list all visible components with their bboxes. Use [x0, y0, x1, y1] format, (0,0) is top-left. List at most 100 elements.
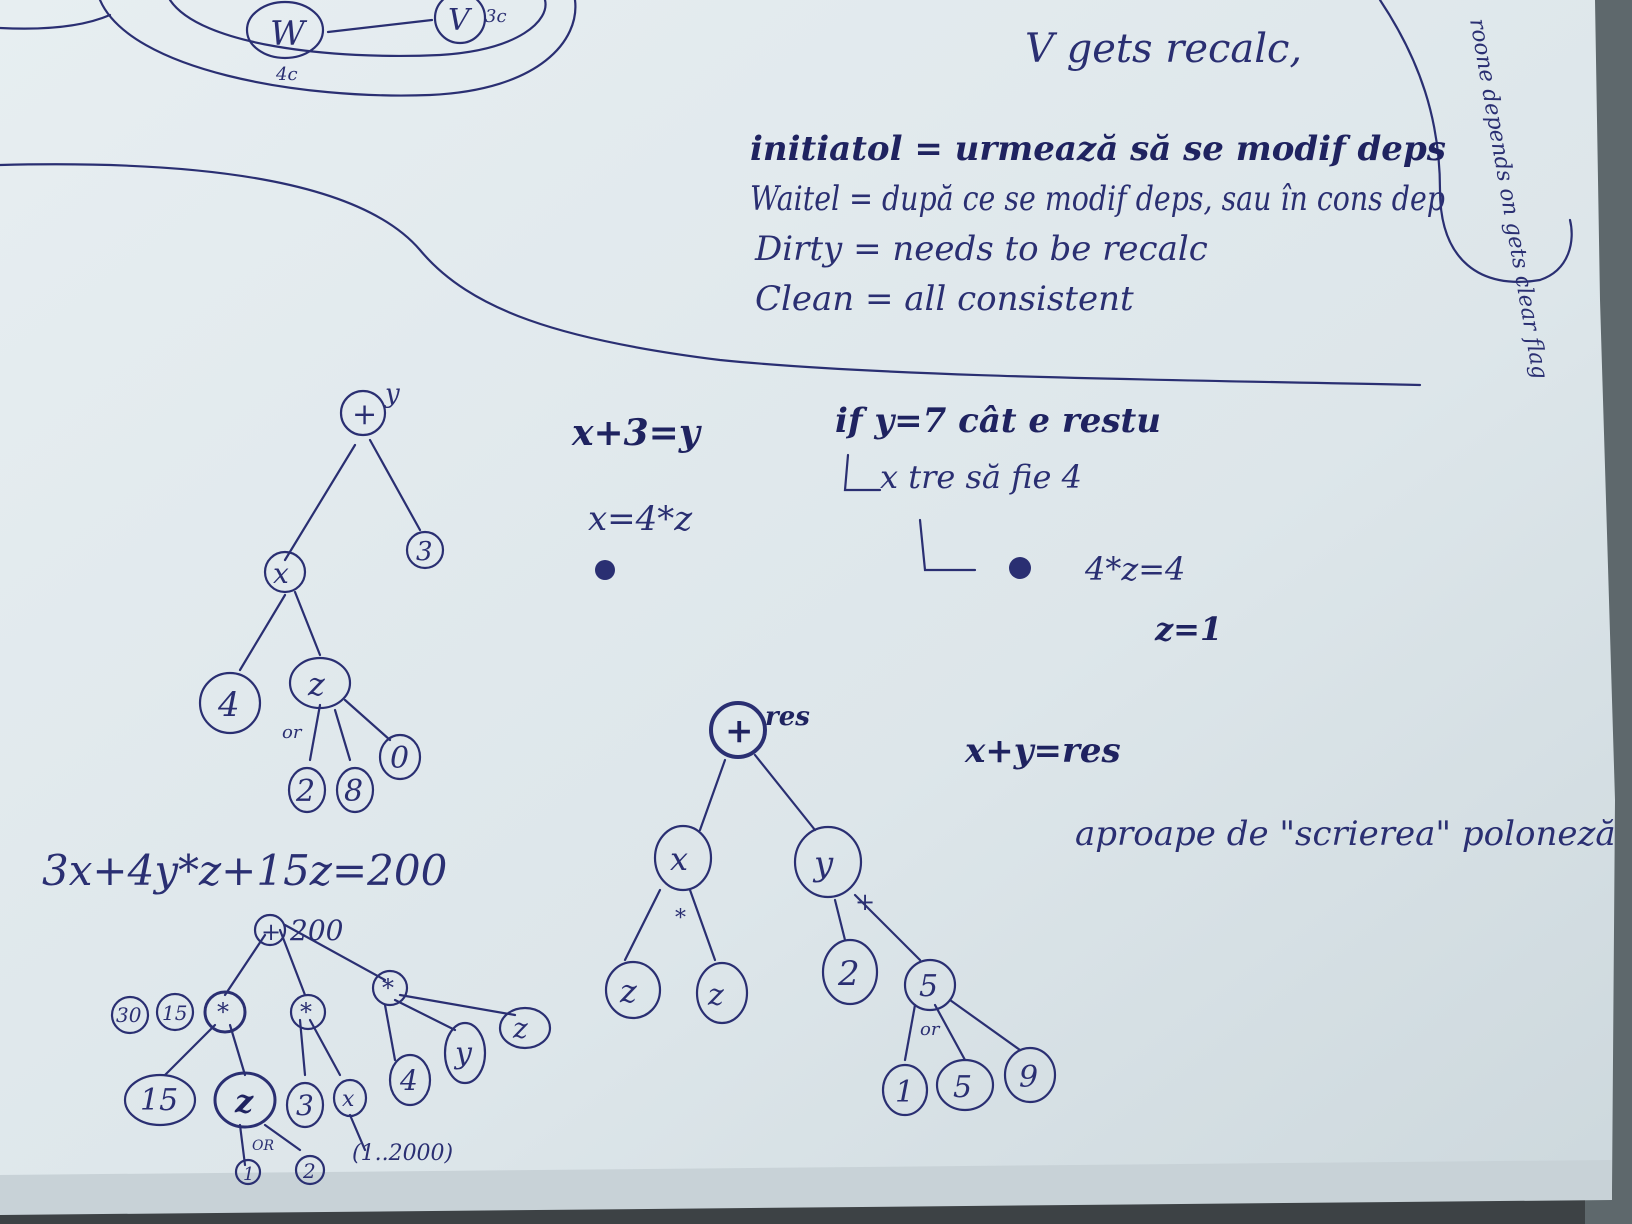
top-v-label: 3c: [485, 6, 507, 27]
t3-root: +: [261, 918, 281, 946]
t1-4-circle: [198, 671, 262, 735]
top-w: W: [270, 14, 308, 54]
t2-5: 5: [919, 969, 938, 1004]
t3-z2: z: [512, 1012, 528, 1045]
t3-x: x: [342, 1087, 355, 1112]
t1-root-circle: [339, 389, 387, 437]
t3-15b: 15: [140, 1083, 178, 1118]
t2-y: y: [812, 844, 834, 884]
t1-8-circle: [335, 766, 375, 814]
t1-2-circle: [287, 766, 327, 814]
t2-x-circle: [653, 824, 713, 892]
t2-z1-circle: [604, 960, 662, 1020]
t3-op3: *: [382, 974, 394, 1002]
t1-3: 3: [416, 537, 433, 567]
t2-5b: 5: [953, 1070, 972, 1105]
legend-line-4: Clean = all consistent: [755, 279, 1134, 319]
t1-8: 8: [344, 774, 363, 809]
t3-y: y: [453, 1036, 473, 1071]
ink-blot: [1009, 557, 1031, 579]
t1-2: 2: [295, 774, 315, 809]
t3-z: z: [234, 1082, 254, 1120]
top-v-circle: [433, 0, 487, 45]
t1-root: +: [352, 397, 377, 432]
t2-y-circle: [793, 825, 863, 899]
legend-line-1: initiatol = urmează să se modif deps: [750, 129, 1446, 169]
cond-2: x tre să fie 4: [880, 458, 1082, 496]
t1-0: 0: [390, 741, 409, 776]
top-v: V: [448, 3, 473, 38]
t3-3-circle: [285, 1081, 325, 1129]
t2-z1: z: [619, 972, 638, 1010]
t2-root-label: res: [765, 702, 810, 732]
top-loop-inner: [168, 0, 547, 58]
divider-curve: [0, 163, 1422, 387]
t3-3: 3: [296, 1089, 314, 1122]
t3-y-circle: [443, 1021, 487, 1085]
cond-1: if y=7 cât e restu: [835, 401, 1161, 441]
t1-x: x: [273, 557, 289, 590]
t3-30: 30: [116, 1003, 142, 1027]
t2-root: +: [725, 711, 754, 751]
t3-x-circle: [332, 1078, 368, 1118]
eq-2: x=4*z: [588, 499, 693, 539]
top-w-label: 4c: [275, 64, 298, 85]
t3-1: 1: [243, 1164, 254, 1185]
t3-op2: *: [300, 998, 312, 1026]
polish-note: aproape de "scrierea" poloneză: [1075, 814, 1616, 854]
t3-15b-circle: [123, 1073, 197, 1127]
t1-or: or: [282, 722, 303, 743]
t3-op2-circle: [289, 993, 327, 1031]
t3-2: 2: [302, 1159, 316, 1183]
t2-z2-circle: [695, 961, 749, 1025]
paper-sheet: [0, 0, 1615, 1205]
t3-1-circle: [234, 1158, 262, 1186]
t3-z-circle: [213, 1071, 277, 1129]
t3-op1: *: [217, 998, 229, 1026]
eq-res: x+y=res: [964, 731, 1121, 771]
big-equation: 3x+4y*z+15z=200: [42, 846, 447, 895]
t1-z: z: [307, 665, 326, 703]
legend-line-3: Dirty = needs to be recalc: [754, 229, 1208, 269]
note-top-line: V gets recalc,: [1025, 26, 1302, 72]
t2-1: 1: [895, 1075, 914, 1110]
t3-z2-circle: [498, 1006, 552, 1050]
t2-9-circle: [1003, 1046, 1057, 1104]
t1-0-circle: [378, 733, 422, 781]
t3-2-circle: [294, 1154, 326, 1186]
cond-3: 4*z=4: [1084, 550, 1185, 588]
t2-9: 9: [1019, 1060, 1038, 1095]
t3-op3-circle: [371, 969, 409, 1007]
t2-5b-circle: [935, 1058, 995, 1112]
t3-or: OR: [252, 1138, 274, 1154]
eq-1: x+3=y: [571, 412, 702, 454]
legend-line-2: Waitel = după ce se modif deps, sau în c…: [750, 179, 1445, 219]
t1-3-circle: [405, 530, 445, 570]
t2-or: or: [920, 1019, 941, 1040]
t1-x-circle: [263, 550, 307, 594]
cond-4: z=1: [1154, 610, 1222, 648]
t1-4: 4: [217, 685, 240, 725]
t2-y-op: +: [855, 888, 875, 916]
t3-15: 15: [162, 1001, 187, 1025]
t3-range: (1..2000): [352, 1141, 453, 1166]
t1-z-circle: [288, 656, 352, 710]
t2-z2: z: [707, 978, 724, 1013]
t3-4: 4: [399, 1064, 418, 1097]
t3-15-circle: [155, 992, 195, 1032]
top-w-circle: [245, 0, 325, 60]
t2-5-circle: [903, 958, 957, 1012]
t3-4-circle: [388, 1053, 432, 1107]
t2-root-circle: [709, 701, 767, 759]
top-loop-outer: [98, 0, 577, 97]
t2-2-circle: [821, 938, 879, 1006]
t2-1-circle: [881, 1063, 929, 1117]
margin-bubble: [1378, 0, 1573, 283]
handwritten-text: V gets recalc, initiatol = urmează să se…: [42, 3, 1616, 1185]
t3-30-circle: [110, 995, 150, 1035]
t3-root-circle: [253, 913, 287, 947]
t3-op1-circle: [203, 990, 247, 1034]
ink-blot-2: [595, 560, 615, 580]
